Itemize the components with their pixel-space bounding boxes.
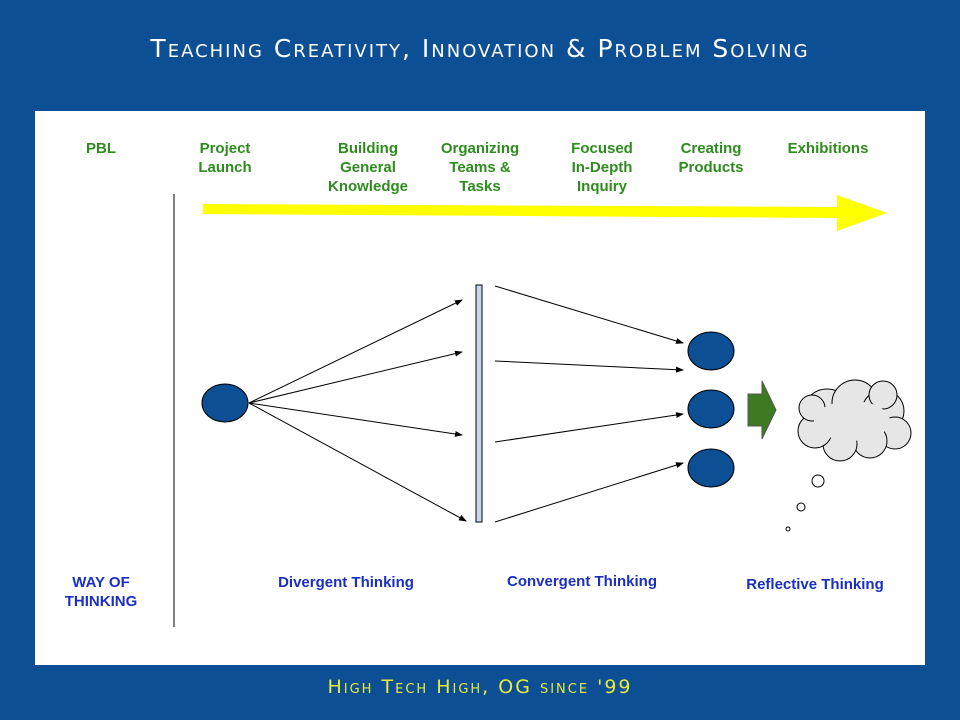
header-stage-focused-inquiry: Focused In-Depth Inquiry (571, 140, 633, 195)
header-stage-exhibitions: Exhibitions (787, 140, 869, 157)
thought-bubble (796, 502, 806, 512)
header-pbl: PBL (86, 140, 116, 157)
green-arrow (747, 380, 777, 440)
header-stage-project-launch: Project Launch (198, 140, 252, 176)
header-stage-building-knowledge: Building General Knowledge (327, 140, 408, 195)
diagram-panel: PBL Project Launch Building General Know… (35, 111, 925, 665)
divergent-arrow (248, 402, 467, 522)
divergent-arrow (248, 350, 463, 404)
convergent-arrow (494, 285, 684, 344)
divergent-thinking-label: Divergent Thinking (278, 574, 414, 591)
header-stage-creating-products: Creating Products (678, 140, 744, 176)
thought-bubble (785, 526, 791, 532)
timeline-arrow (203, 195, 887, 231)
slide-footer: High Tech High, OG since '99 (327, 676, 633, 698)
divergent-arrow (248, 402, 463, 437)
header-stage-organizing-teams: Organizing Teams & Tasks (440, 140, 520, 195)
process-diagram (173, 194, 912, 627)
convergent-arrows (494, 285, 684, 523)
convergent-arrow (494, 412, 684, 443)
convergent-arrow (494, 360, 684, 373)
product-node (687, 389, 735, 429)
product-node (687, 331, 735, 371)
convergent-arrow (494, 462, 684, 523)
divergent-arrow (248, 299, 463, 404)
organizing-bar (475, 284, 483, 523)
launch-node (201, 383, 249, 423)
divergent-arrows (248, 299, 467, 522)
reflective-thinking-label: Reflective Thinking (746, 576, 884, 593)
product-node (687, 448, 735, 488)
convergent-thinking-label: Convergent Thinking (507, 573, 657, 590)
thought-cloud (797, 379, 912, 462)
slide-title: Teaching Creativity, Innovation & Proble… (150, 34, 810, 63)
way-of-thinking-label: WAY OF THINKING (64, 574, 138, 610)
thought-bubble (811, 474, 825, 488)
